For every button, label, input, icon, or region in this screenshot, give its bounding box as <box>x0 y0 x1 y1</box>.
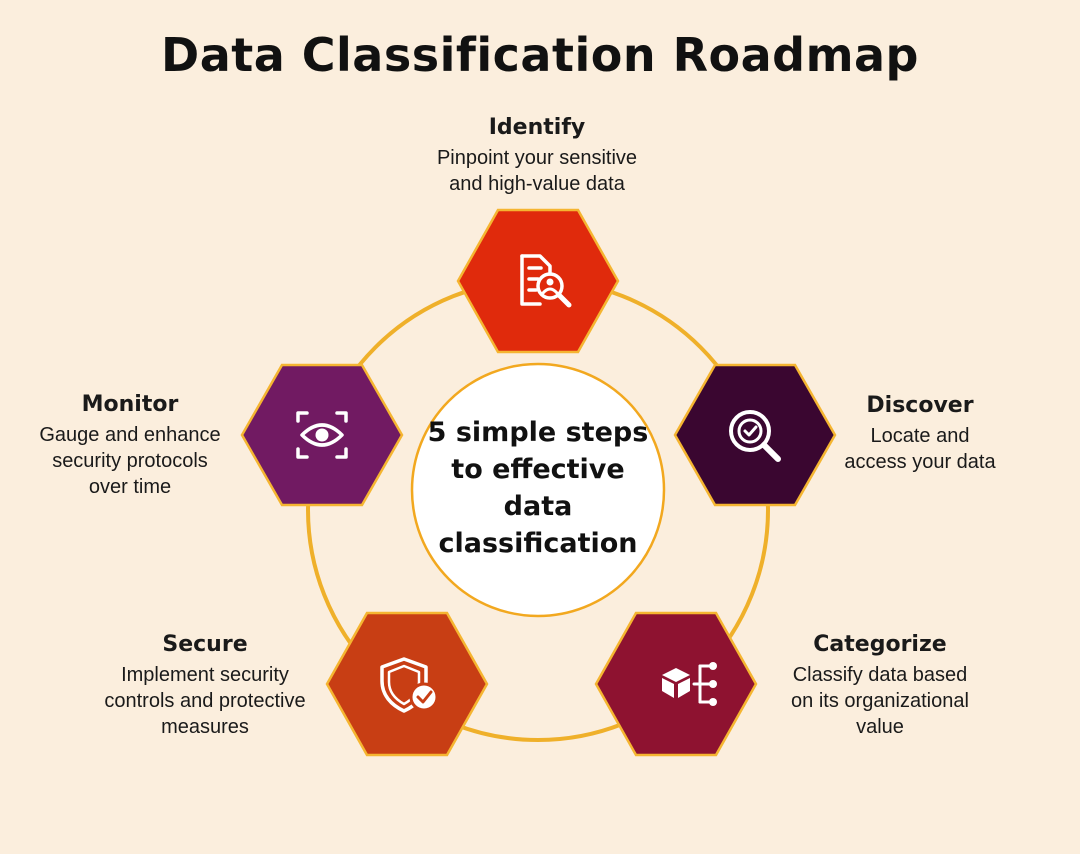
step-title: Discover <box>866 393 974 418</box>
step-title: Categorize <box>813 632 947 657</box>
step-description: Pinpoint your sensitive and high-value d… <box>436 147 638 195</box>
step-description: Gauge and enhance security protocols ove… <box>39 424 221 498</box>
hex-monitor <box>240 363 404 507</box>
step-identify: Identify Pinpoint your sensitive and hig… <box>387 114 687 197</box>
hex-identify <box>456 208 620 354</box>
step-monitor: Monitor Gauge and enhance security proto… <box>20 391 240 500</box>
step-secure: Secure Implement security controls and p… <box>80 631 330 740</box>
step-title: Secure <box>162 632 248 657</box>
step-categorize: Categorize Classify data based on its or… <box>760 631 1000 740</box>
hex-categorize <box>594 611 758 757</box>
step-description: Classify data based on its organizationa… <box>791 664 969 738</box>
step-description: Locate and access your data <box>844 425 996 473</box>
cube-tree-icon <box>662 662 717 706</box>
hex-discover <box>673 363 837 507</box>
eye-scan-icon <box>296 411 348 459</box>
step-discover: Discover Locate and access your data <box>820 392 1020 475</box>
step-title: Identify <box>488 115 586 140</box>
hex-secure <box>325 611 489 757</box>
document-search-icon <box>520 254 572 308</box>
page-title: Data Classification Roadmap <box>161 28 919 82</box>
shield-check-icon <box>380 657 439 713</box>
magnifier-check-icon <box>729 410 781 462</box>
center-circle <box>410 362 666 618</box>
step-title: Monitor <box>81 392 179 417</box>
center-text: 5 simple steps to effective data classif… <box>427 417 649 559</box>
step-description: Implement security controls and protecti… <box>104 664 306 738</box>
